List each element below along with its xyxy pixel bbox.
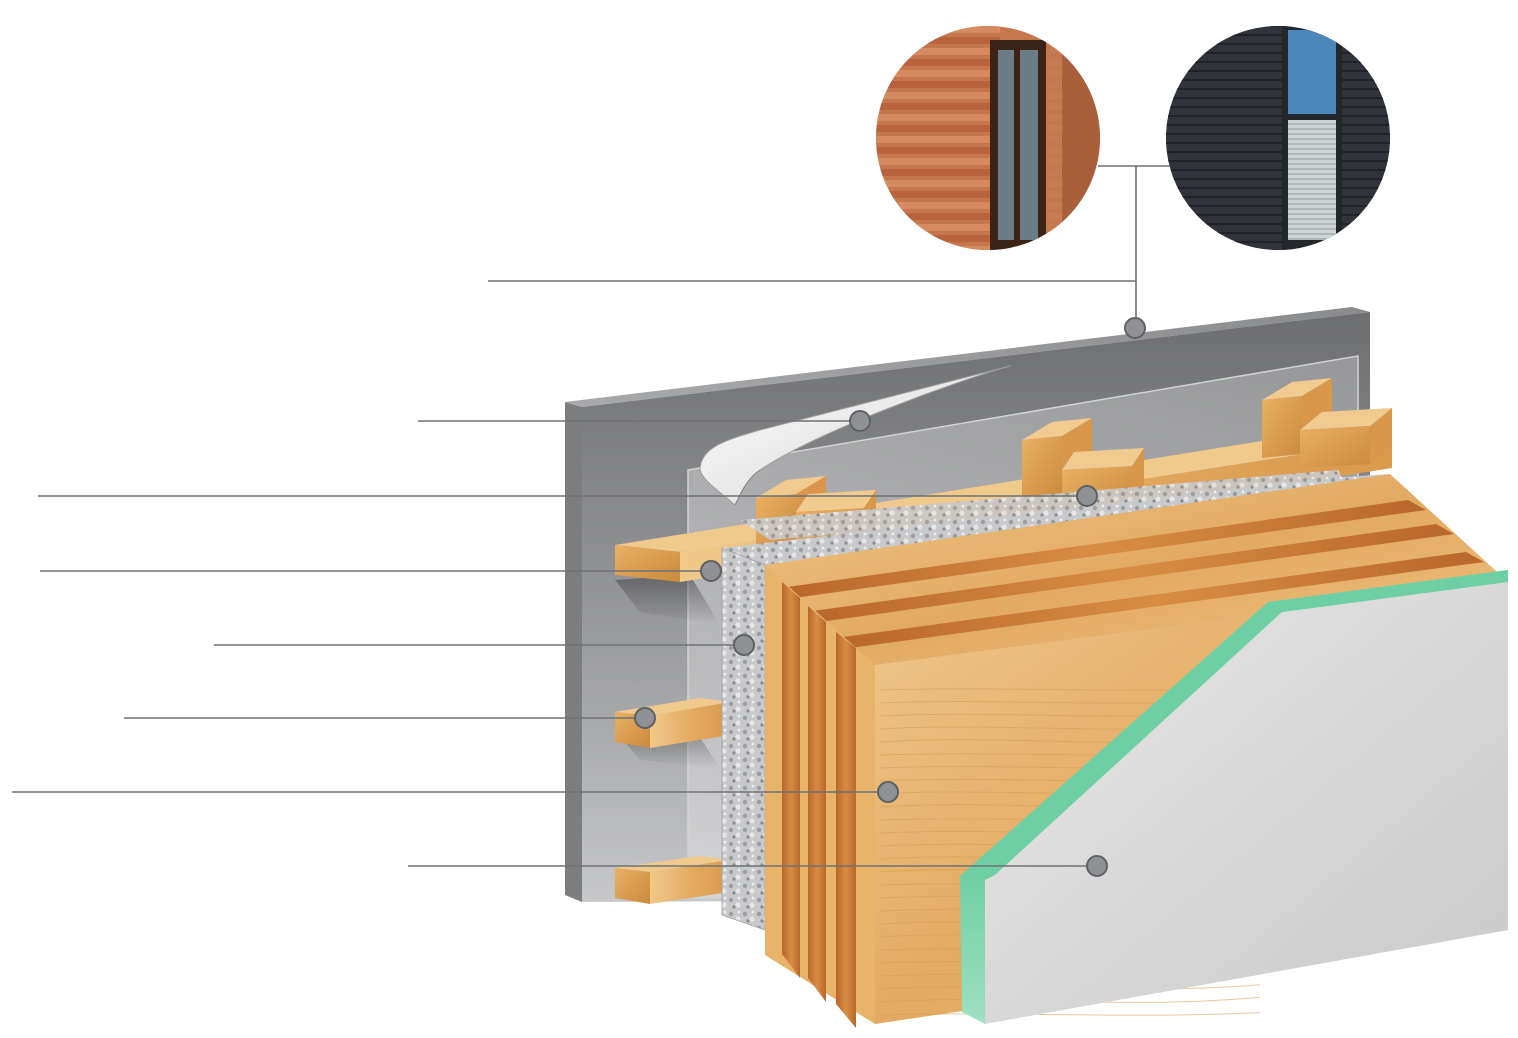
callout-dot-gypsum [1086, 855, 1108, 877]
wood-cladding-facade-photo [876, 26, 1100, 250]
dark-brick-facade-photo [1166, 26, 1390, 250]
callout-dot-clt [877, 781, 899, 803]
leader-lines [12, 165, 1170, 867]
callout-dot-lower-batten [634, 707, 656, 729]
lower-batten-layer [615, 698, 730, 904]
callout-dot-counter-batten [1076, 485, 1098, 507]
callout-dot-insulation [733, 634, 755, 656]
gypsum-board-layer [960, 570, 1508, 1024]
mineral-wool-insulation-layer [721, 470, 1390, 931]
callout-dot-batten [700, 560, 722, 582]
callout-dot-membrane [849, 410, 871, 432]
callout-dot-cladding [1124, 317, 1146, 339]
